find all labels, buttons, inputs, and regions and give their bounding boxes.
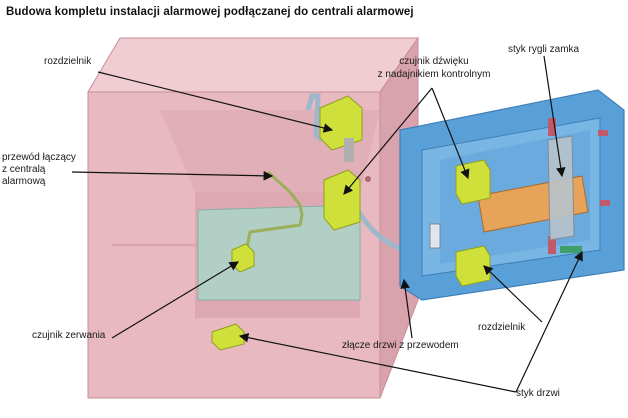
diagram-title: Budowa kompletu instalacji alarmowej pod…	[6, 6, 414, 18]
label-przewod-line3: alarmową	[2, 176, 46, 187]
label-przewod-line2: z centralą	[2, 164, 46, 175]
label-czujnik-dzwieku-line2: z nadajnikiem kontrolnym	[377, 69, 491, 80]
label-styk-drzwi: styk drzwi	[516, 388, 560, 399]
label-styk-rygli: styk rygli zamka	[508, 44, 580, 55]
label-zlacze-drzwi: złącze drzwi z przewodem	[342, 340, 459, 351]
label-rozdzielnik-door: rozdzielnik	[478, 322, 526, 333]
label-rozdzielnik-top: rozdzielnik	[44, 56, 92, 67]
label-czujnik-dzwieku-line1: czujnik dźwięku	[399, 56, 469, 67]
leader-lines	[71, 55, 583, 393]
label-przewod-line1: przewód łączący	[2, 152, 76, 163]
safe-door	[399, 89, 625, 301]
safe-body	[87, 36, 419, 399]
label-czujnik-zerwania: czujnik zerwania	[32, 330, 106, 341]
